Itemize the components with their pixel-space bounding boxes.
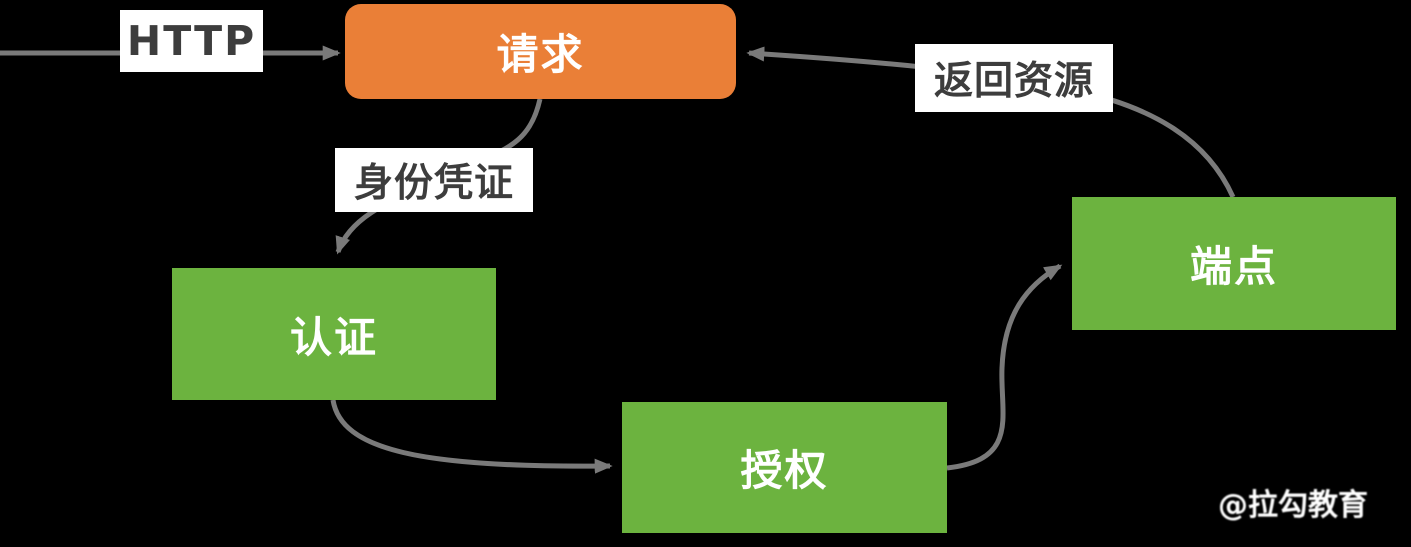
edge-label-return-resource: 返回资源: [915, 44, 1113, 112]
node-authz: 授权: [622, 402, 947, 533]
node-auth: 认证: [172, 268, 496, 400]
edge-label-http: HTTP: [120, 10, 263, 72]
arrow-authz-to-endpoint: [946, 263, 1063, 471]
edge-label-credentials: 身份凭证: [335, 148, 533, 212]
node-endpoint: 端点: [1072, 197, 1396, 330]
node-request: 请求: [345, 4, 736, 99]
arrow-auth-to-authz: [330, 399, 613, 474]
watermark: @拉勾教育: [1218, 488, 1368, 523]
